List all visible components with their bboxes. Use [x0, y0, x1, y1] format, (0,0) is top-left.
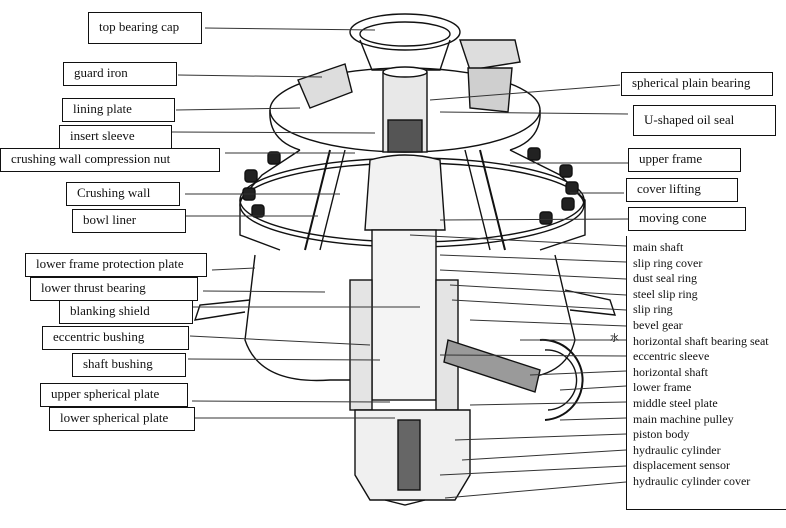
top-cap-arms — [359, 39, 451, 71]
parts-list-item: eccentric sleeve — [633, 349, 710, 364]
label-crushing-wall: Crushing wall — [66, 182, 180, 206]
pulley — [539, 338, 584, 421]
parts-list-item: main machine pulley — [633, 411, 734, 426]
parts-list-item: slip ring cover — [633, 255, 703, 270]
label-u-shaped-oil-seal: U-shaped oil seal — [633, 105, 776, 136]
parts-list-item: hydraulic cylinder — [633, 442, 721, 457]
label-crushing-wall-compression-nut: crushing wall compression nut — [0, 148, 220, 172]
label-shaft-bushing: shaft bushing — [72, 353, 186, 377]
parts-list-item: displacement sensor — [633, 458, 730, 473]
parts-list-item: lower frame — [633, 380, 692, 395]
arm-left — [193, 299, 251, 321]
parts-list-item: hydraulic cylinder cover — [633, 473, 751, 488]
bowl-right — [509, 149, 586, 251]
top-cap-inner — [359, 21, 451, 47]
parts-list-item: piston body — [633, 427, 690, 442]
arm-right — [564, 289, 617, 316]
label-upper-frame: upper frame — [628, 148, 741, 172]
label-lining-plate: lining plate — [62, 98, 175, 122]
parts-list-item: horizontal shaft — [633, 364, 708, 379]
label-top-bearing-cap: top bearing cap — [88, 12, 202, 44]
label-eccentric-bushing: eccentric bushing — [42, 326, 189, 350]
annotation-water: 水 — [610, 333, 620, 343]
parts-list-item: middle steel plate — [633, 395, 718, 410]
label-spherical-plain-bearing: spherical plain bearing — [621, 72, 773, 96]
lower-frame-left — [244, 254, 350, 382]
label-blanking-shield: blanking shield — [59, 300, 193, 324]
label-lower-frame-protection-plate: lower frame protection plate — [25, 253, 207, 277]
label-bowl-liner: bowl liner — [72, 209, 186, 233]
guard-plate-left — [297, 63, 353, 109]
parts-list-item: steel slip ring — [633, 286, 698, 301]
parts-list-item: main shaft — [633, 240, 684, 254]
parts-list: main shaft slip ring cover dust seal rin… — [626, 236, 786, 510]
parts-list-item: slip ring — [633, 302, 673, 317]
top-cap-ring — [349, 13, 461, 51]
label-lower-thrust-bearing: lower thrust bearing — [30, 277, 198, 301]
label-moving-cone: moving cone — [628, 207, 746, 231]
leader-lines — [171, 27, 629, 499]
label-cover-lifting: cover lifting — [626, 178, 738, 202]
label-insert-sleeve: insert sleeve — [59, 125, 172, 149]
label-guard-iron: guard iron — [63, 62, 177, 86]
guard-plate-right — [459, 39, 521, 71]
parts-list-item: horizontal shaft bearing seat — [633, 333, 769, 348]
crusher-body — [193, 13, 617, 506]
label-upper-spherical-plate: upper spherical plate — [40, 383, 188, 407]
main-shaft — [371, 229, 437, 401]
parts-list-item: bevel gear — [633, 317, 683, 332]
label-lower-spherical-plate: lower spherical plate — [49, 407, 195, 431]
bolts — [242, 147, 579, 225]
moving-cone-body — [364, 154, 446, 231]
parts-list-item: dust seal ring — [633, 271, 697, 286]
